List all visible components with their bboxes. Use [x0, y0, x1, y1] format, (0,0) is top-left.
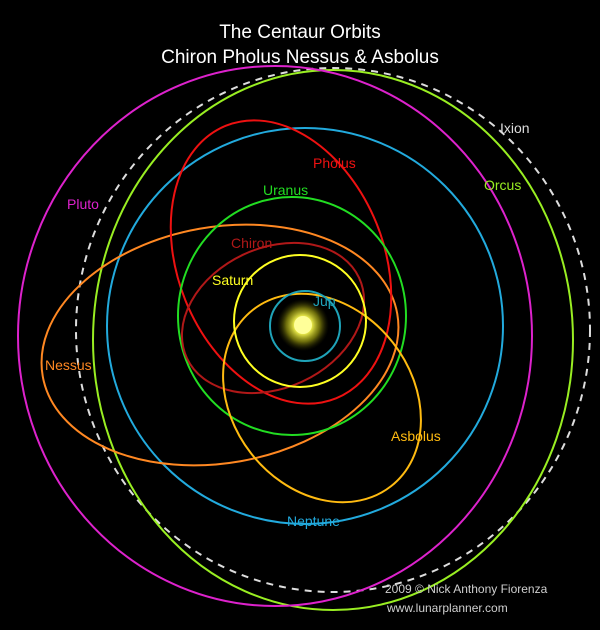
credit-line-1: 2009 © Nick Anthony Fiorenza [385, 582, 548, 596]
jupiter-orbit [269, 290, 341, 362]
jupiter-label: Jup [313, 293, 336, 309]
title-line-2: Chiron Pholus Nessus & Asbolus [161, 47, 439, 68]
pluto-orbit [17, 65, 533, 607]
saturn-label: Saturn [212, 272, 253, 288]
neptune-orbit [106, 127, 504, 525]
pluto-label: Pluto [67, 196, 99, 212]
chiron-orbit [180, 241, 366, 395]
nessus-orbit [40, 223, 400, 467]
asbolus-orbit [222, 292, 422, 504]
title-line-1: The Centaur Orbits [219, 22, 381, 43]
neptune-label: Neptune [287, 513, 340, 529]
uranus-label: Uranus [263, 182, 308, 198]
orcus-label: Orcus [484, 177, 521, 193]
ixion-orbit [75, 67, 591, 593]
asbolus-label: Asbolus [391, 428, 441, 444]
orcus-orbit [92, 69, 574, 611]
uranus-orbit [177, 196, 407, 436]
nessus-label: Nessus [45, 357, 92, 373]
saturn-orbit [233, 254, 367, 388]
chiron-label: Chiron [231, 235, 272, 251]
credit-line-2: www.lunarplanner.com [386, 601, 508, 615]
ixion-label: Ixion [500, 120, 530, 136]
sun-icon [294, 316, 312, 334]
pholus-orbit [169, 119, 393, 405]
pholus-label: Pholus [313, 155, 356, 171]
